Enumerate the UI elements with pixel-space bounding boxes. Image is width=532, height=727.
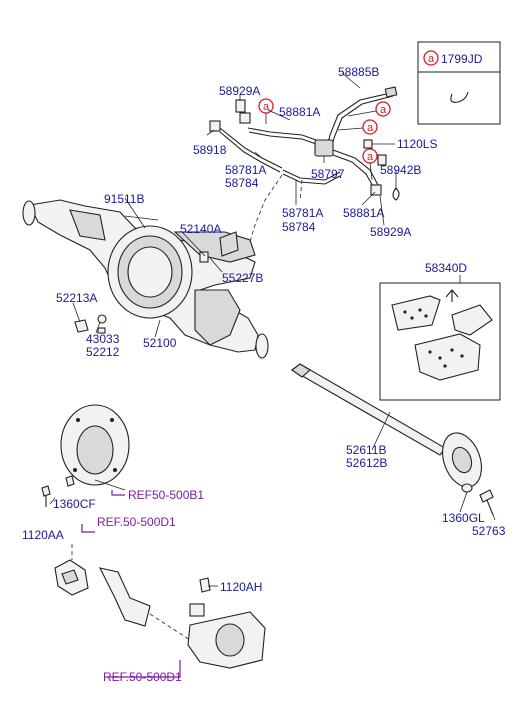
part-label-58929A[interactable]: 58929A	[219, 84, 260, 98]
housing-small-parts	[74, 215, 209, 334]
axle-housing	[22, 199, 269, 359]
part-label-58784[interactable]: 58784	[282, 220, 316, 234]
legend-part-number[interactable]: 1799JD	[441, 52, 483, 66]
brake-line-assembly	[209, 86, 400, 243]
part-label-58781A[interactable]: 58781A	[282, 206, 323, 220]
part-label-52611B[interactable]: 52611B	[346, 443, 386, 457]
callout-marker: a	[367, 122, 374, 134]
reference-labels: REF50-500B1 REF.50-500D1 REF.50-500D1	[97, 488, 204, 684]
part-label-52212[interactable]: 52212	[86, 345, 120, 359]
part-label-1360GL[interactable]: 1360GL	[442, 511, 485, 525]
part-label-58797[interactable]: 58797	[311, 167, 345, 181]
bracket-assembly	[54, 544, 266, 669]
part-label-52213A[interactable]: 52213A	[56, 291, 97, 305]
part-label-43033[interactable]: 43033	[86, 332, 120, 346]
part-label-52100[interactable]: 52100	[143, 336, 177, 350]
axle-shaft	[291, 363, 494, 516]
part-label-1120AH[interactable]: 1120AH	[220, 580, 262, 594]
leader-lines	[49, 72, 496, 587]
callout-markers: a a a a	[258, 98, 391, 181]
part-label-58942B[interactable]: 58942B	[380, 163, 421, 177]
part-label-58784[interactable]: 58784	[225, 176, 259, 190]
part-label-58929A[interactable]: 58929A	[370, 225, 411, 239]
part-label-58340D[interactable]: 58340D	[425, 261, 467, 275]
part-label-58885B[interactable]: 58885B	[338, 65, 379, 79]
part-label-58881A[interactable]: 58881A	[343, 206, 384, 220]
brake-shoe-inset	[379, 282, 501, 401]
clip-icon	[450, 91, 469, 103]
part-label-52763[interactable]: 52763	[472, 524, 506, 538]
legend-marker: a	[428, 53, 435, 65]
reference-leaders	[81, 490, 181, 678]
part-number-labels: 58885B 58929A 58881A 1120LS 58918 58781A…	[22, 65, 506, 594]
callout-marker: a	[263, 101, 270, 113]
callout-marker: a	[380, 104, 387, 116]
part-label-52612B[interactable]: 52612B	[346, 456, 387, 470]
legend-box: a 1799JD	[417, 41, 501, 125]
part-label-58781A[interactable]: 58781A	[225, 163, 266, 177]
brake-drum	[41, 404, 130, 507]
ref-label-50-500D1[interactable]: REF.50-500D1	[97, 515, 176, 529]
part-label-58918[interactable]: 58918	[193, 143, 227, 157]
part-label-55227B[interactable]: 55227B	[222, 271, 263, 285]
part-label-1120AA[interactable]: 1120AA	[22, 528, 64, 542]
callout-marker: a	[367, 151, 374, 163]
part-label-1360CF[interactable]: 1360CF	[53, 497, 96, 511]
part-label-52140A[interactable]: 52140A	[180, 222, 221, 236]
part-label-58881A[interactable]: 58881A	[279, 105, 320, 119]
ref-label-50-500B1[interactable]: REF50-500B1	[128, 488, 204, 502]
part-label-91511B[interactable]: 91511B	[104, 192, 144, 206]
part-label-1120LS[interactable]: 1120LS	[397, 137, 437, 151]
ref-label-50-500D1-bottom[interactable]: REF.50-500D1	[103, 670, 182, 684]
